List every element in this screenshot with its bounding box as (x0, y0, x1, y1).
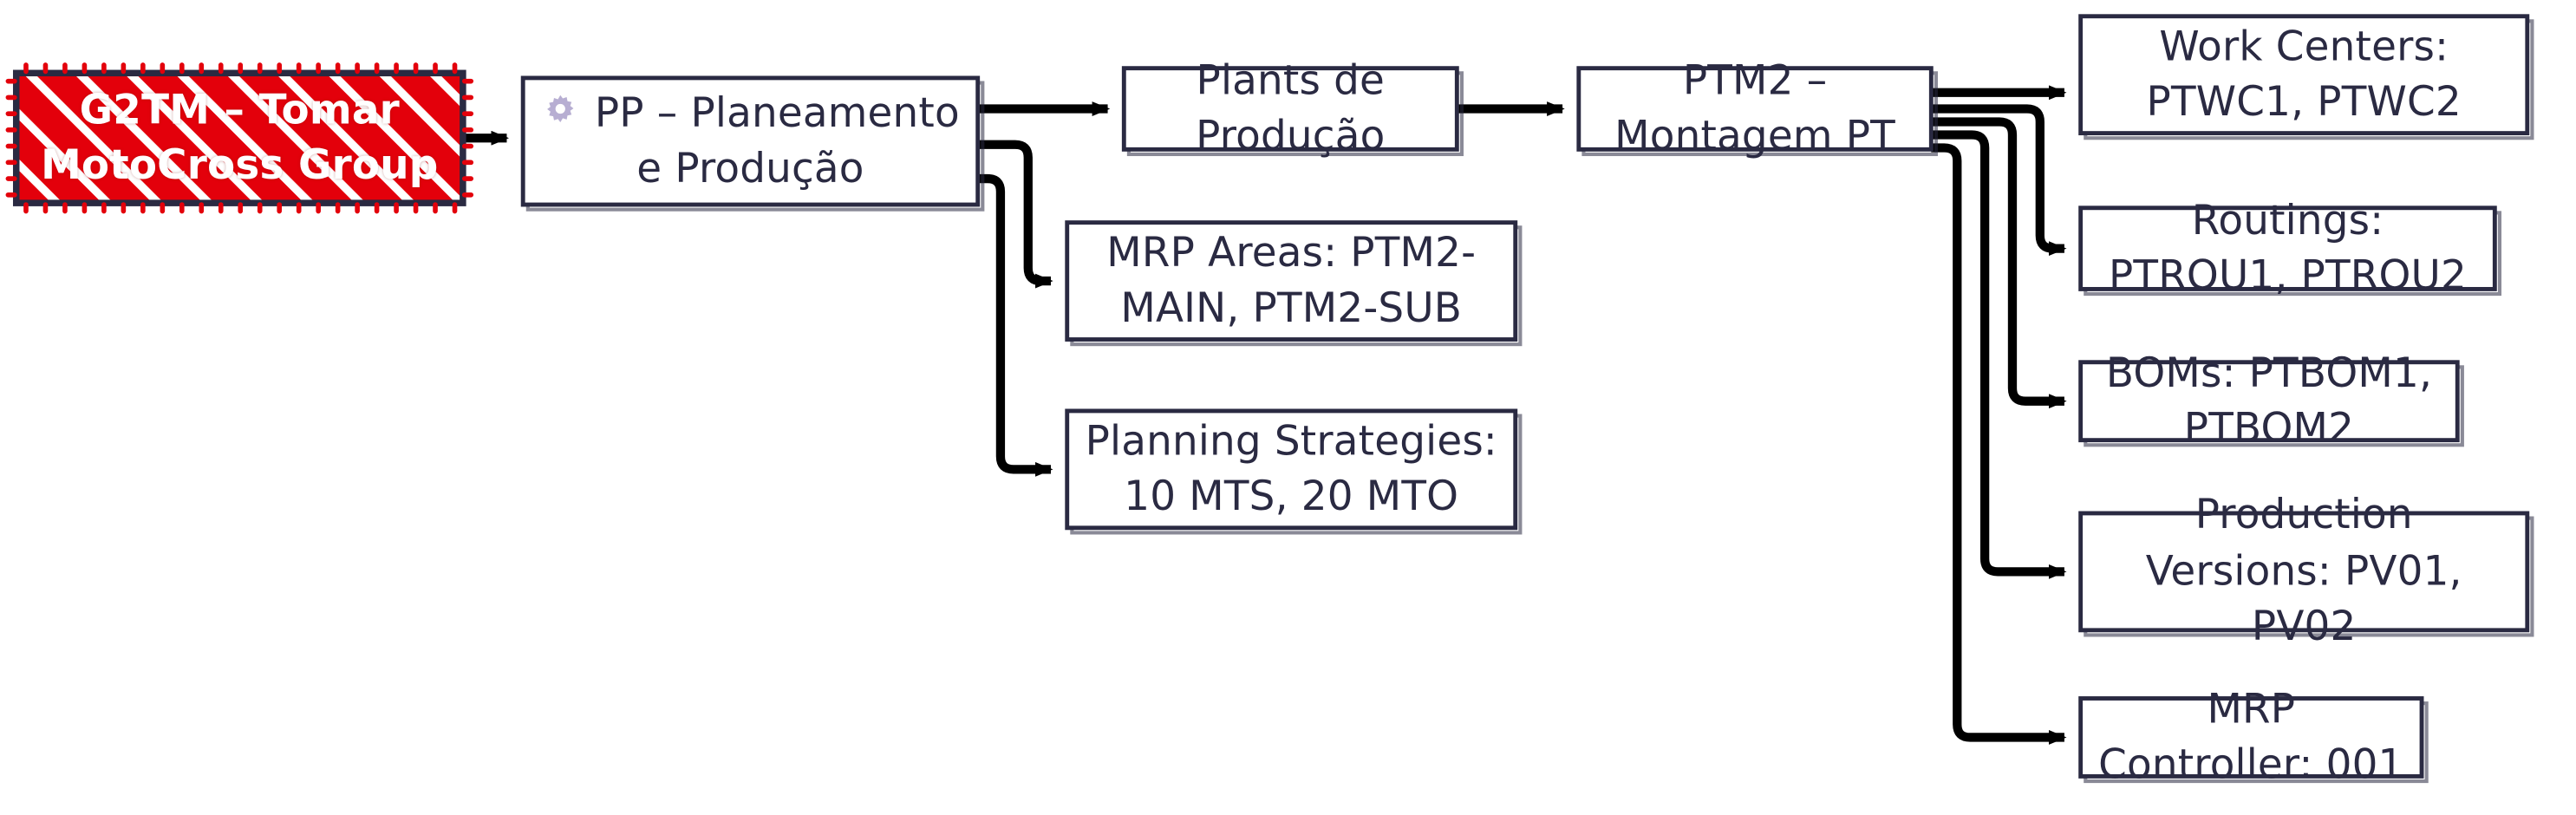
node-routings-shape[interactable] (2078, 205, 2502, 297)
edge-pp-to-planning-strategies (977, 173, 1053, 477)
node-work-centers-shape[interactable] (2078, 14, 2534, 140)
node-boms-shape[interactable] (2078, 360, 2464, 447)
node-mrp-areas-shape[interactable] (1065, 220, 1523, 347)
node-plants-shape[interactable] (1121, 66, 1464, 157)
node-production-versions-shape[interactable] (2078, 511, 2534, 637)
edge-ptm2-to-boms (1931, 117, 2067, 409)
edge-ptm2-to-production-versions (1931, 130, 2067, 579)
node-ptm2-shape[interactable] (1576, 66, 1938, 157)
node-pp-shape[interactable] (520, 75, 985, 212)
edge-layer (462, 85, 2067, 745)
node-root-shape[interactable] (5, 62, 474, 214)
edge-ptm2-to-routings (1931, 104, 2067, 257)
edge-ptm2-to-mrp-controller (1931, 143, 2067, 745)
node-shape-layer (5, 14, 2534, 784)
edge-pp-to-mrp-areas (977, 140, 1053, 289)
node-planning-strategies-shape[interactable] (1065, 408, 1523, 535)
node-mrp-controller-shape[interactable] (2078, 696, 2429, 784)
